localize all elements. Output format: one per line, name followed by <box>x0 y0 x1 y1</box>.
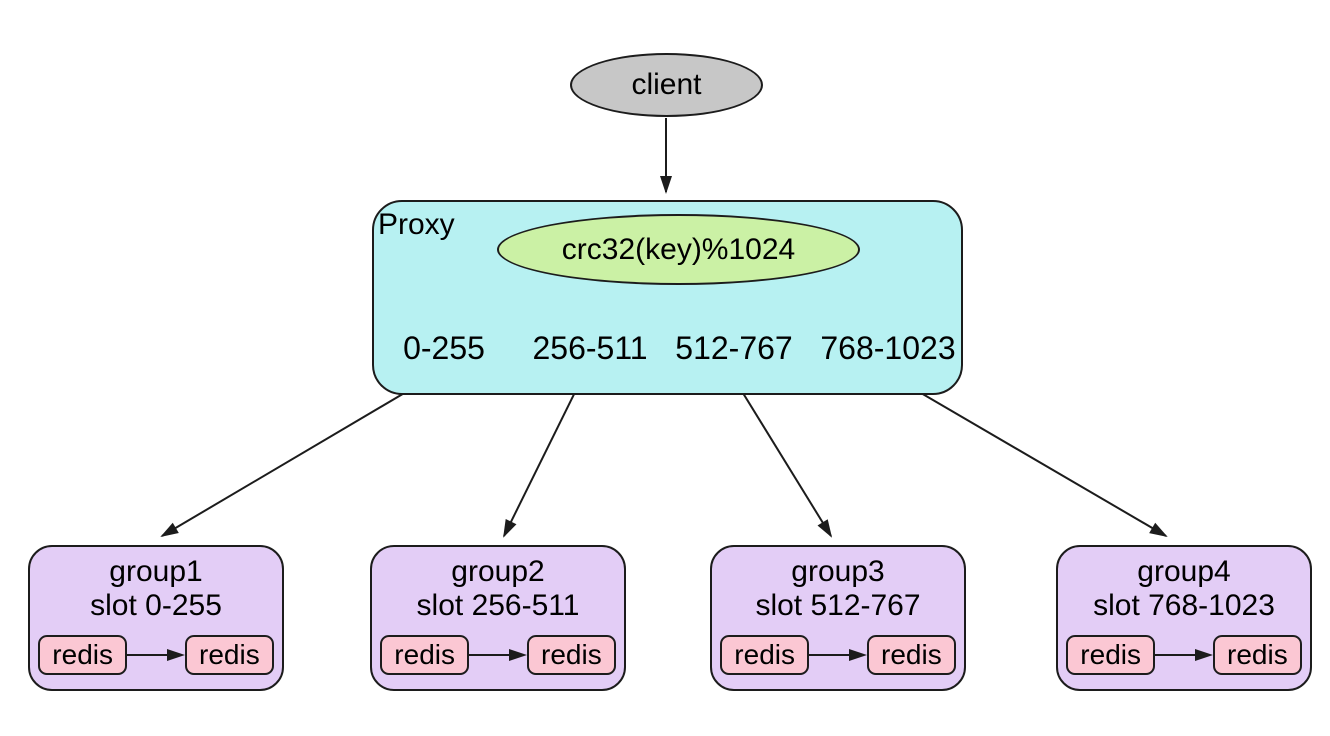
redis-master-node: redis <box>380 635 469 675</box>
group-box-4: group4 slot 768-1023 redis redis <box>1056 545 1312 691</box>
proxy-label: Proxy <box>378 208 455 241</box>
redis-master-node: redis <box>720 635 809 675</box>
group-box-3: group3 slot 512-767 redis redis <box>710 545 966 691</box>
edge-slot-group-0 <box>160 371 441 538</box>
redis-row: redis redis <box>30 635 282 675</box>
redis-master-node: redis <box>38 635 127 675</box>
proxy-box: Proxy crc32(key)%1024 0-255 256-511 512-… <box>372 200 963 395</box>
slot-range-1: 256-511 <box>532 330 648 366</box>
slot-range-3: 768-1023 <box>820 330 956 366</box>
group-box-2: group2 slot 256-511 redis redis <box>370 545 626 691</box>
redis-row: redis redis <box>1058 635 1310 675</box>
replication-arrow-icon <box>809 649 867 661</box>
hash-ellipse: crc32(key)%1024 <box>497 214 860 285</box>
redis-replica-node: redis <box>867 635 956 675</box>
slot-range-2: 512-767 <box>675 330 793 366</box>
slot-range-0: 0-255 <box>403 330 485 366</box>
replication-arrow-icon <box>1155 649 1213 661</box>
group-name: group2 <box>451 555 545 588</box>
group-box-1: group1 slot 0-255 redis redis <box>28 545 284 691</box>
group-slot-range: slot 512-767 <box>755 589 921 622</box>
group-name: group3 <box>791 555 885 588</box>
redis-row: redis redis <box>372 635 624 675</box>
group-name: group1 <box>109 555 203 588</box>
redis-replica-node: redis <box>185 635 274 675</box>
edge-slot-group-2 <box>729 371 833 538</box>
group-slot-range: slot 0-255 <box>90 589 222 622</box>
hash-function-label: crc32(key)%1024 <box>561 232 796 266</box>
replication-arrow-icon <box>469 649 527 661</box>
group-slot-range: slot 256-511 <box>416 589 580 622</box>
group-name: group4 <box>1137 555 1231 588</box>
edge-slot-group-1 <box>503 371 586 538</box>
replication-arrow-icon <box>127 649 185 661</box>
redis-replica-node: redis <box>1213 635 1302 675</box>
client-label: client <box>631 68 702 101</box>
redis-row: redis redis <box>712 635 964 675</box>
edge-slot-group-3 <box>884 371 1168 538</box>
redis-master-node: redis <box>1066 635 1155 675</box>
redis-replica-node: redis <box>527 635 616 675</box>
group-slot-range: slot 768-1023 <box>1093 589 1275 622</box>
client-node: client <box>570 53 763 117</box>
